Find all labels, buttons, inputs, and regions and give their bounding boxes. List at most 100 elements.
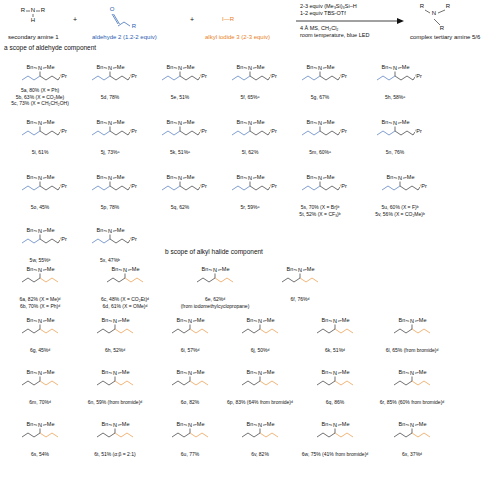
compound-label: 6u, 77% bbox=[181, 452, 199, 458]
atom-label: N bbox=[258, 370, 263, 376]
atom-label: N bbox=[38, 65, 43, 71]
atom-label: Me bbox=[419, 369, 427, 375]
bond bbox=[254, 424, 258, 426]
atom-label: N bbox=[410, 422, 415, 428]
compound-label: 5t, 52% (X = CF₃)ᵇ bbox=[299, 212, 340, 218]
reagent-name: secondary amine 1 bbox=[8, 34, 59, 41]
compound-label: 5d, 78% bbox=[101, 95, 119, 101]
atom-label: Me bbox=[122, 369, 130, 375]
atom-label: Me bbox=[419, 421, 427, 427]
bond bbox=[184, 320, 188, 322]
bond bbox=[40, 72, 41, 77]
bond bbox=[412, 377, 413, 382]
bond bbox=[180, 131, 198, 135]
substituent-label: ⁱPr bbox=[340, 73, 347, 79]
bond bbox=[335, 325, 336, 330]
compound-label: (from iodomethylcyclopropane) bbox=[181, 304, 250, 310]
substituent-label: ⁱPr bbox=[270, 183, 277, 189]
bond bbox=[34, 177, 38, 179]
bond bbox=[320, 127, 321, 132]
bond bbox=[22, 131, 40, 135]
compound-label: 6q, 86% bbox=[326, 400, 344, 406]
atom-label: N bbox=[188, 318, 193, 324]
atom-label: N bbox=[31, 7, 35, 14]
bond bbox=[412, 381, 430, 385]
atom-label: Me bbox=[307, 266, 315, 272]
bond bbox=[317, 381, 335, 385]
compound-label: 5i, 61% bbox=[32, 150, 49, 156]
bond bbox=[215, 278, 233, 282]
bond bbox=[110, 182, 111, 187]
atom-label: Bn bbox=[166, 64, 173, 70]
compound-label: 6j, 50%ᵈ bbox=[251, 348, 270, 354]
bond bbox=[40, 329, 58, 333]
atom-label: N bbox=[113, 370, 118, 376]
atom-label: Bn bbox=[96, 227, 103, 233]
atom-label: Me bbox=[47, 227, 55, 233]
bond bbox=[162, 186, 180, 190]
bond bbox=[260, 329, 278, 333]
section-heading: b scope of alkyl halide component bbox=[165, 248, 263, 255]
substituent-label: ⁱPr bbox=[420, 183, 427, 189]
bond bbox=[209, 269, 213, 271]
atom-label: N bbox=[393, 65, 398, 71]
bond bbox=[254, 320, 258, 322]
bond bbox=[317, 329, 335, 333]
bond bbox=[395, 127, 396, 132]
atom-label: Me bbox=[257, 119, 265, 125]
atom-label: Me bbox=[187, 64, 195, 70]
substituent-label: ⁱPr bbox=[200, 73, 207, 79]
bond bbox=[40, 182, 41, 187]
atom-label: Me bbox=[47, 266, 55, 272]
bond bbox=[109, 424, 113, 426]
compound-label: 6k, 51%ᵈ bbox=[325, 348, 345, 354]
atom-label: N bbox=[108, 65, 113, 71]
compound-label: 6b, 70% (X = Ph)ᵈ bbox=[20, 304, 60, 310]
compound-label: 5a, 80% (X = Ph) bbox=[21, 88, 59, 94]
condition-text: 1-2 equiv TBS-OTf bbox=[300, 10, 346, 16]
bond bbox=[34, 372, 38, 374]
bond bbox=[302, 131, 320, 135]
atom-label: N bbox=[398, 175, 403, 181]
atom-label: Me bbox=[47, 317, 55, 323]
bond bbox=[104, 230, 108, 232]
bond bbox=[250, 131, 268, 135]
compound-label: 6n, 59% (from bromide)ᵈ bbox=[88, 400, 142, 406]
atom-label: N bbox=[38, 370, 43, 376]
bond bbox=[40, 186, 58, 190]
compound-label: 5l, 62% bbox=[242, 150, 259, 156]
atom-label: N bbox=[393, 120, 398, 126]
bond bbox=[300, 278, 318, 282]
bond bbox=[180, 127, 181, 132]
plus-sign: + bbox=[190, 16, 194, 24]
product-name: complex tertiary amine 5/6 bbox=[410, 34, 480, 41]
atom-label: R bbox=[21, 7, 25, 14]
compound-label: 6p, 83% (64% from bromide)ᵈ bbox=[227, 400, 293, 406]
bond bbox=[260, 377, 261, 382]
atom-label: N bbox=[123, 267, 128, 273]
atom-label: Bn bbox=[201, 266, 208, 272]
bond bbox=[302, 76, 320, 80]
atom-label: Bn bbox=[26, 174, 33, 180]
reagent-formula: I—R bbox=[222, 16, 234, 23]
compound-label: 6x, 37%ᵈ bbox=[402, 452, 422, 458]
atom-label: Bn bbox=[398, 369, 405, 375]
compound-label: 6r, 85% (60% from bromide)ᵈ bbox=[380, 400, 444, 406]
compound-label: 6s, 54% bbox=[31, 452, 49, 458]
bond bbox=[22, 239, 40, 243]
bond bbox=[329, 320, 333, 322]
atom-label: N bbox=[113, 422, 118, 428]
compound-label: 6e, 62%ᵈ bbox=[205, 297, 225, 303]
atom-label: Me bbox=[122, 317, 130, 323]
atom-label: Me bbox=[47, 64, 55, 70]
atom-label: Bn bbox=[166, 174, 173, 180]
compound-label: 6a, 82% (X = Me)ᵈ bbox=[20, 297, 61, 303]
atom-label: N bbox=[108, 120, 113, 126]
bond bbox=[180, 182, 181, 187]
atom-label: Bn bbox=[26, 421, 33, 427]
atom-label: Bn bbox=[26, 227, 33, 233]
bond bbox=[110, 127, 111, 132]
bond bbox=[314, 67, 318, 69]
compound-label: 6c, 48% (X = CO₂Et)ᵈ bbox=[101, 297, 149, 303]
bond bbox=[34, 230, 38, 232]
